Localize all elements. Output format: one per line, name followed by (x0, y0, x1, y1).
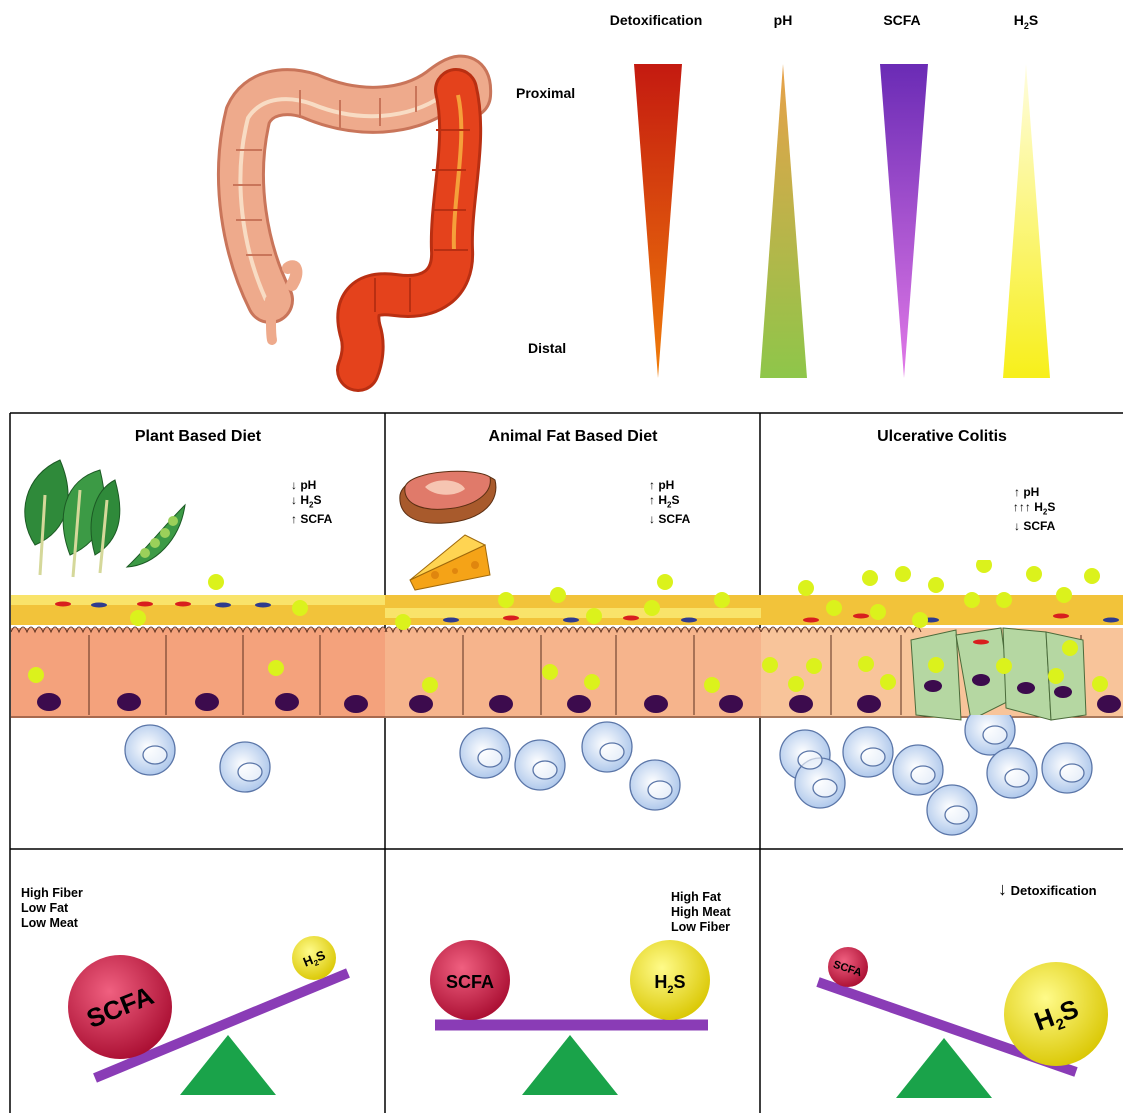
plant-scale: SCFA H2S (68, 936, 348, 1095)
animal-scale: SCFA H2S (430, 940, 710, 1095)
balance-scales: SCFA H2S SCFA H2S SCFA H2S (0, 850, 1123, 1113)
peas-icon (127, 505, 185, 567)
steak-icon (400, 471, 496, 523)
plant-effects: ↓ pH ↓ H2S ↑ SCFA (291, 478, 332, 527)
scfa-ball-label: SCFA (446, 972, 494, 992)
h2s-ball (1004, 962, 1108, 1066)
h2s-ball (630, 940, 710, 1020)
fulcrum (522, 1035, 618, 1095)
panel-title-animal: Animal Fat Based Diet (386, 428, 760, 446)
fulcrum (896, 1038, 992, 1098)
colitis-effects: ↑ pH ↑↑↑ H2S ↓ SCFA (1014, 485, 1055, 534)
leaves-icon (25, 460, 120, 577)
immune-cells (0, 715, 1123, 845)
h2s-ball (292, 936, 336, 980)
cheese-icon (410, 535, 490, 590)
colitis-scale: SCFA H2S (818, 947, 1108, 1098)
animal-effects: ↑ pH ↑ H2S ↓ SCFA (649, 478, 690, 527)
meat-cheese-icon (395, 465, 505, 595)
panel-title-plant: Plant Based Diet (11, 428, 385, 446)
fulcrum (180, 1035, 276, 1095)
leaf-peas-icon (15, 455, 195, 585)
panel-title-colitis: Ulcerative Colitis (761, 428, 1123, 446)
